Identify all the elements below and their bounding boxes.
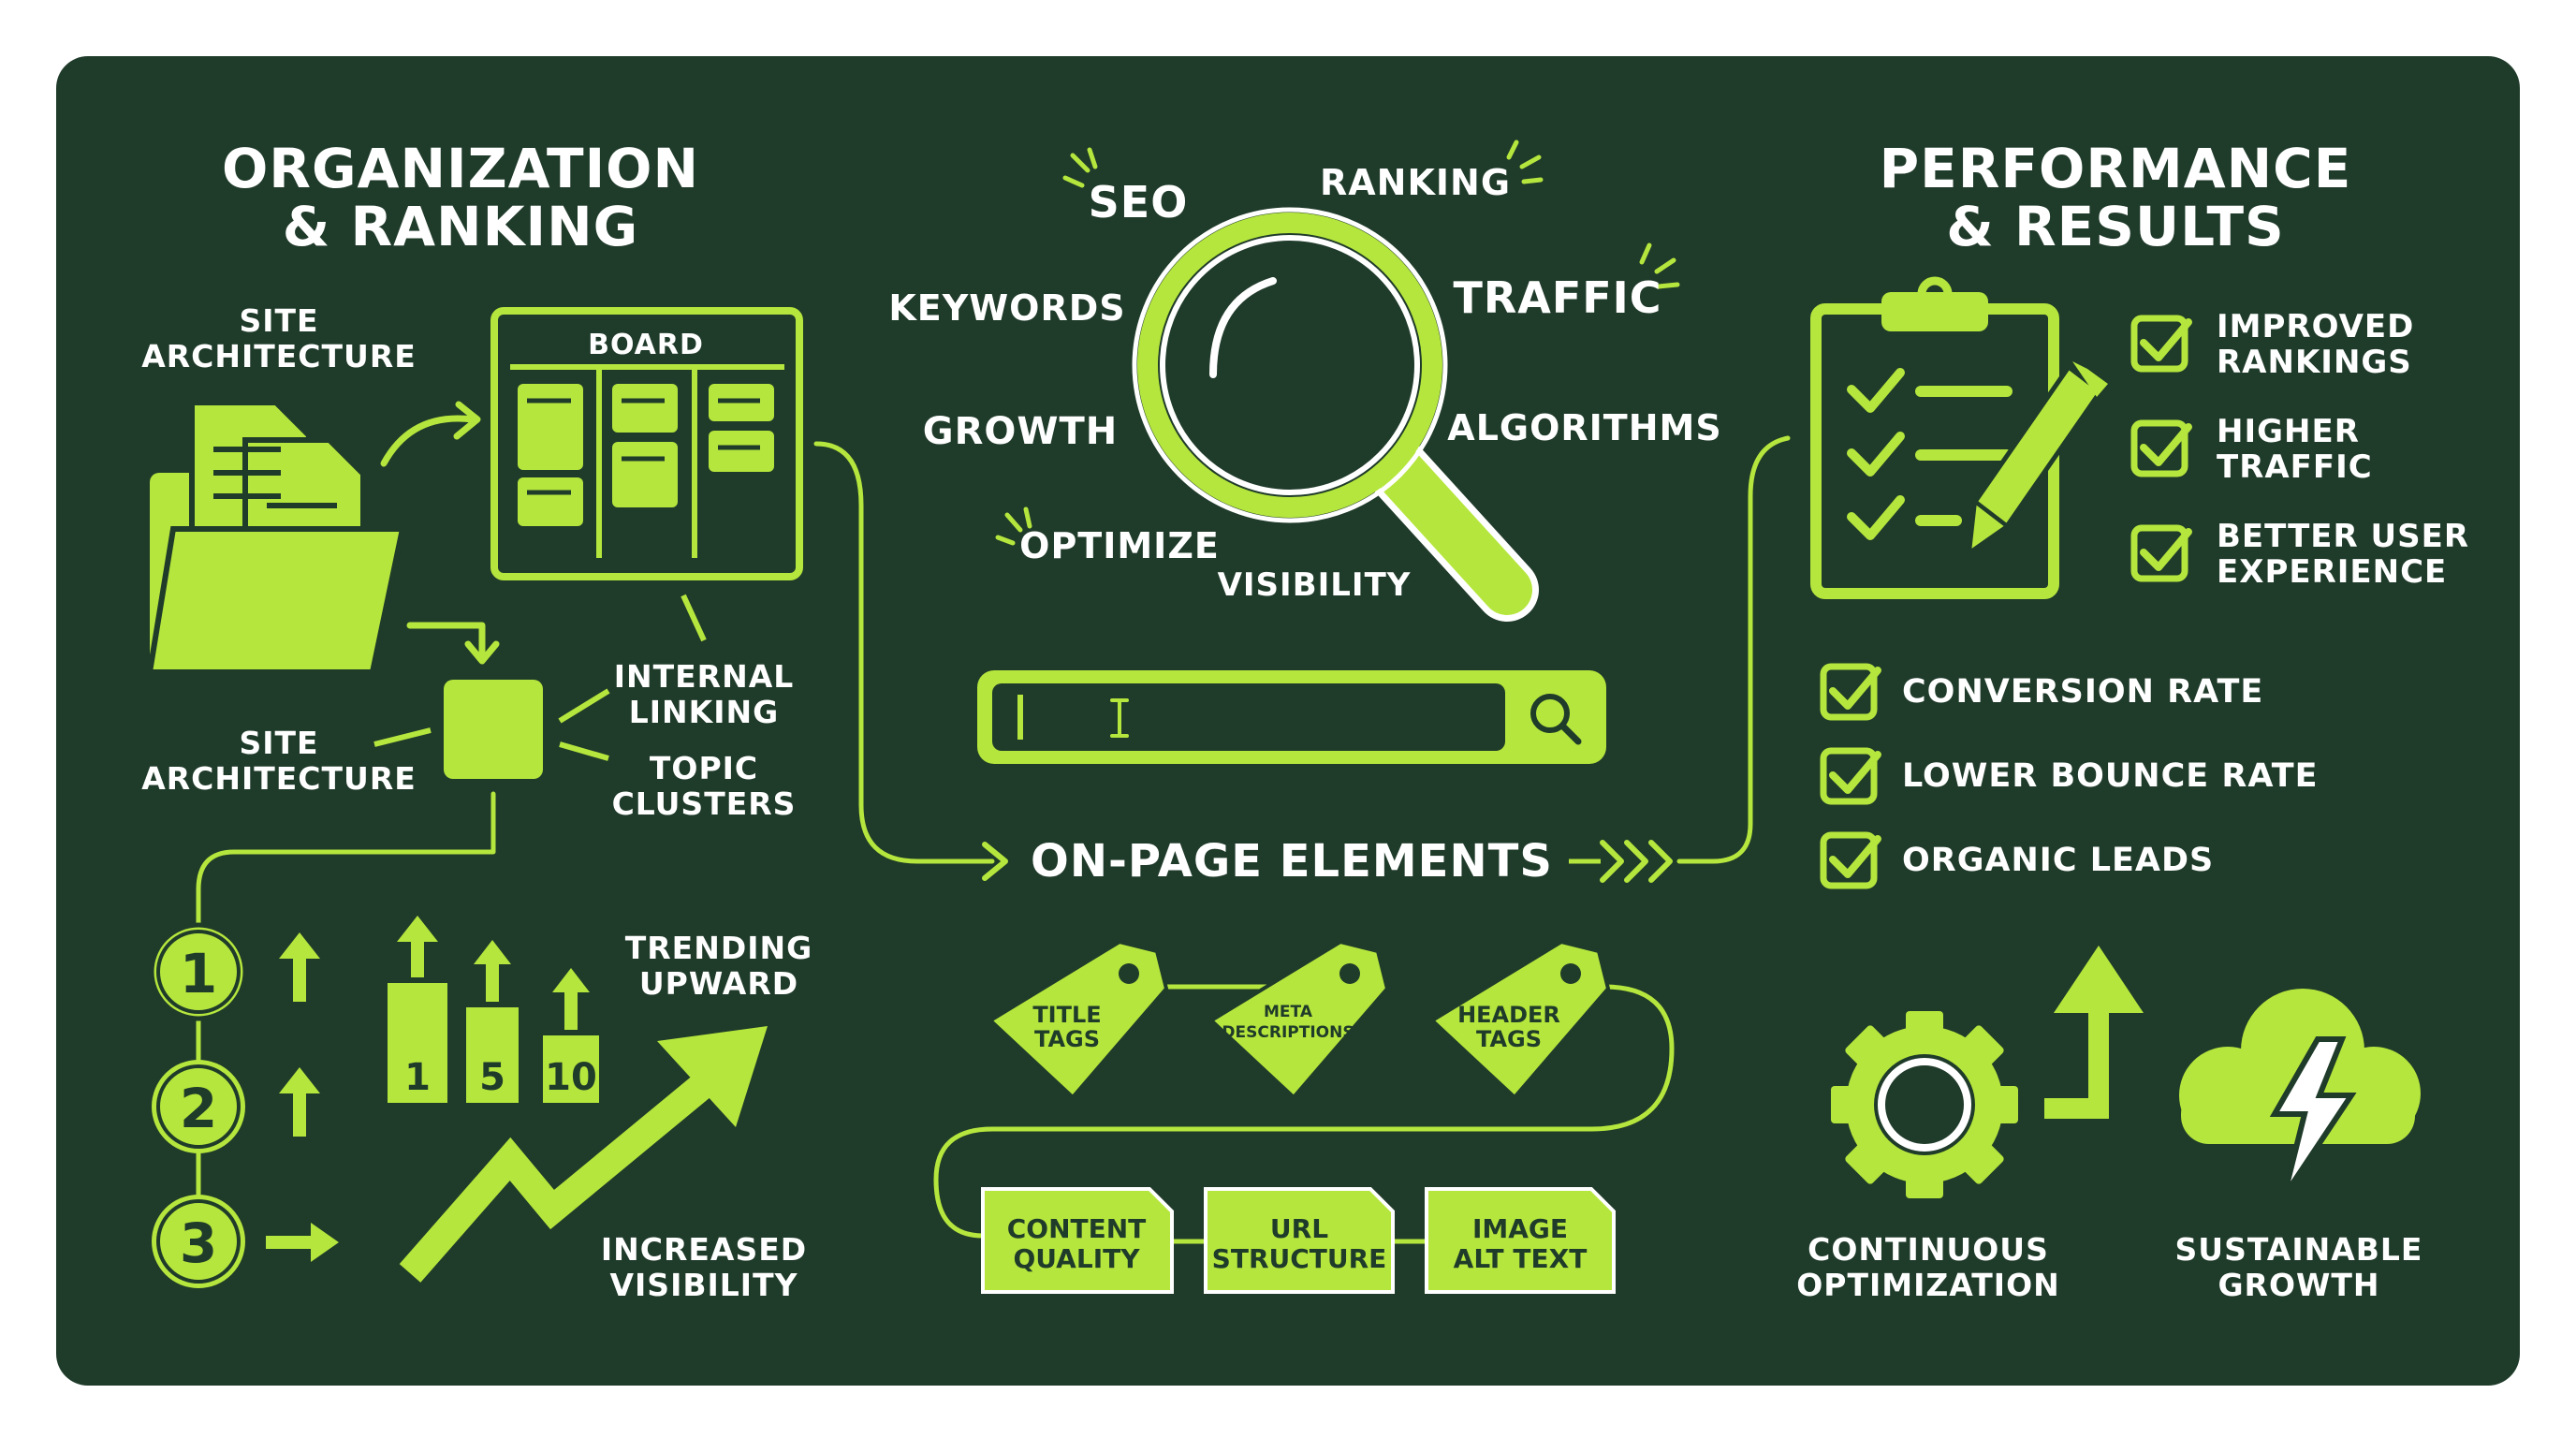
site-node — [444, 680, 543, 779]
note-content-quality-line2: QUALITY — [1014, 1243, 1141, 1274]
on-page-elements-title: ON-PAGE ELEMENTS — [1031, 835, 1553, 888]
folder-to-node-arrow — [406, 622, 486, 659]
topic-clusters-label-2: CLUSTERS — [612, 785, 797, 822]
tag-meta-descriptions: META DESCRIPTIONS — [1208, 939, 1390, 1100]
ranks-connector — [196, 791, 496, 1248]
continuous-optimization-label-1: CONTINUOUS — [1808, 1231, 2049, 1268]
check-improved-rankings: IMPROVED RANKINGS — [2130, 308, 2414, 381]
check-better-user-experience: BETTER USER EXPERIENCE — [2130, 518, 2469, 591]
word-optimize: OPTIMIZE — [1019, 525, 1220, 566]
site-architecture-bottom-label-2: ARCHITECTURE — [141, 760, 417, 797]
board-label: BOARD — [588, 329, 704, 361]
sparkle-decoration — [995, 139, 1680, 546]
bar-label-1: 1 — [404, 1056, 431, 1099]
cloud-lightning-icon — [2179, 989, 2421, 1198]
site-architecture-top-label-2: ARCHITECTURE — [141, 338, 417, 374]
check-higher-traffic: HIGHER TRAFFIC — [2130, 413, 2373, 486]
pencil-icon — [1967, 361, 2108, 557]
word-seo: SEO — [1089, 177, 1189, 227]
note-url-structure-line1: URL — [1270, 1213, 1328, 1244]
word-algorithms: ALGORITHMS — [1447, 407, 1721, 448]
word-traffic: TRAFFIC — [1453, 272, 1661, 323]
check-lower-bounce-rate-label: LOWER BOUNCE RATE — [1902, 757, 2319, 795]
chevron-arrows-icon — [1569, 840, 1673, 883]
tags-to-notes-connector — [933, 984, 1675, 1239]
arrow-up-icon — [279, 1067, 320, 1137]
arrow-up-icon — [279, 932, 320, 1002]
check-conversion-rate-label: CONVERSION RATE — [1902, 673, 2263, 711]
note-content-quality-line1: CONTENT — [1007, 1213, 1147, 1244]
internal-linking-label-2: LINKING — [629, 694, 779, 730]
tag-title-tags-line2: TAGS — [1034, 1026, 1100, 1052]
ranking-bars-icon — [388, 916, 599, 1103]
left-title-line1: ORGANIZATION — [222, 137, 699, 200]
check-better-user-experience-line1: BETTER USER — [2217, 518, 2469, 555]
tag-title-tags-line1: TITLE — [1032, 1002, 1101, 1028]
trend-up-arrow-icon — [399, 1026, 768, 1283]
note-image-alt-text: IMAGE ALT TEXT — [1425, 1187, 1616, 1294]
right-title-line2: & RESULTS — [1946, 195, 2285, 258]
tag-title-tags: TITLE TAGS — [987, 939, 1169, 1100]
check-higher-traffic-line2: TRAFFIC — [2217, 448, 2373, 486]
word-visibility: VISIBILITY — [1218, 566, 1412, 604]
check-better-user-experience-line2: EXPERIENCE — [2217, 553, 2447, 591]
note-image-alt-text-line2: ALT TEXT — [1454, 1243, 1588, 1274]
rank-number-3: 3 — [180, 1211, 217, 1275]
kanban-board-icon — [490, 307, 803, 580]
right-title-line1: PERFORMANCE — [1880, 137, 2352, 200]
topic-clusters-label-1: TOPIC — [650, 750, 758, 786]
magnifying-glass-icon — [1132, 207, 1539, 622]
internal-linking-label-1: INTERNAL — [614, 658, 795, 695]
text-cursor-icon — [1110, 698, 1129, 738]
tag-meta-line2: DESCRIPTIONS — [1222, 1023, 1354, 1042]
note-url-structure-line2: STRUCTURE — [1212, 1243, 1387, 1274]
site-architecture-top-label-1: SITE — [239, 302, 318, 339]
word-keywords: KEYWORDS — [888, 287, 1125, 329]
rank-number-2: 2 — [180, 1077, 217, 1140]
board-to-onpage-connector — [813, 441, 995, 864]
word-ranking: RANKING — [1320, 162, 1511, 203]
increased-visibility-label-2: VISIBILITY — [609, 1267, 798, 1303]
search-bar[interactable] — [977, 670, 1606, 764]
tag-header-tags-line2: TAGS — [1476, 1026, 1542, 1052]
rank-circle-2: 2 — [152, 1060, 245, 1153]
tag-header-tags-line1: HEADER — [1457, 1002, 1560, 1028]
bar-label-10: 10 — [545, 1056, 597, 1099]
check-conversion-rate: CONVERSION RATE — [1820, 663, 2263, 721]
clipboard-checklist-icon — [1810, 276, 2059, 599]
sustainable-growth-label-1: SUSTAINABLE — [2175, 1231, 2423, 1268]
gear-icon — [1831, 1011, 2018, 1198]
arrow-right-icon — [266, 1223, 339, 1262]
check-organic-leads: ORGANIC LEADS — [1820, 831, 2214, 889]
check-improved-rankings-line1: IMPROVED — [2217, 308, 2414, 345]
check-organic-leads-label: ORGANIC LEADS — [1902, 842, 2214, 879]
sustainable-growth-label-2: GROWTH — [2217, 1267, 2379, 1303]
trending-upward-label-1: TRENDING — [625, 930, 812, 966]
site-architecture-bottom-label-1: SITE — [239, 725, 318, 761]
rank-circle-1: 1 — [149, 922, 248, 1021]
check-lower-bounce-rate: LOWER BOUNCE RATE — [1820, 747, 2319, 805]
rank-number-1: 1 — [180, 942, 217, 1005]
note-image-alt-text-line1: IMAGE — [1472, 1213, 1568, 1244]
bar-label-5: 5 — [479, 1056, 505, 1099]
onpage-to-results-connector — [1676, 435, 1791, 864]
left-title-line2: & RANKING — [283, 195, 639, 258]
note-content-quality: CONTENT QUALITY — [981, 1187, 1174, 1294]
continuous-optimization-label-2: OPTIMIZATION — [1796, 1267, 2060, 1303]
folder-to-board-arrow — [380, 415, 476, 467]
trending-upward-label-2: UPWARD — [639, 965, 798, 1002]
check-higher-traffic-line1: HIGHER — [2217, 413, 2360, 450]
rank-circle-3: 3 — [152, 1195, 245, 1288]
note-url-structure: URL STRUCTURE — [1204, 1187, 1395, 1294]
tag-header-tags: HEADER TAGS — [1428, 939, 1611, 1100]
arrow-up-right-icon — [2044, 946, 2144, 1119]
search-icon[interactable] — [1530, 694, 1582, 745]
folder-icon — [146, 400, 406, 675]
check-improved-rankings-line2: RANKINGS — [2217, 344, 2412, 381]
tag-meta-line1: META — [1264, 1003, 1313, 1021]
word-growth: GROWTH — [923, 410, 1119, 453]
increased-visibility-label-1: INCREASED — [601, 1231, 807, 1268]
